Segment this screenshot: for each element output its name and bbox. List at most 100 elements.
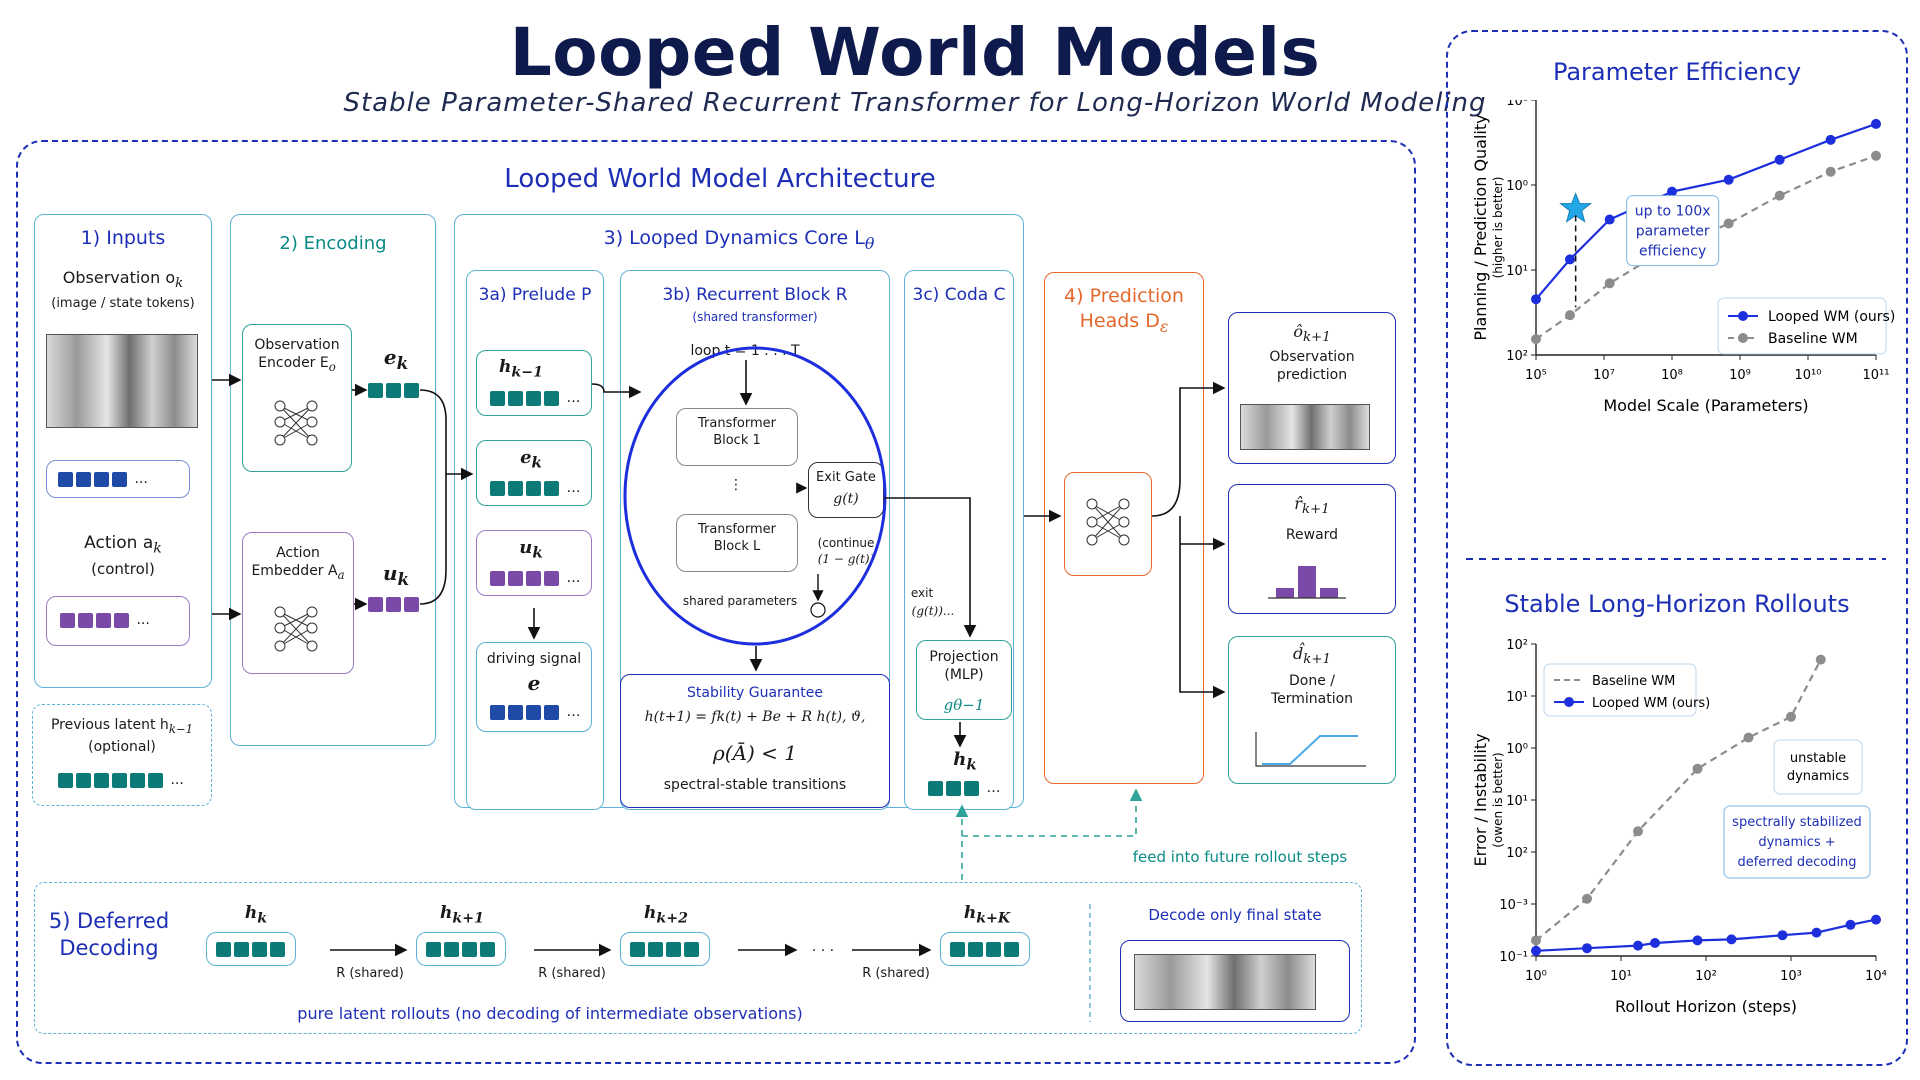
prelude-u-tokens: …	[490, 570, 580, 586]
x-tick-label: 10²	[1695, 969, 1717, 984]
heads-network	[1064, 472, 1152, 576]
series-point-0	[1825, 134, 1836, 145]
x-tick-label: 10⁰	[1525, 969, 1547, 984]
e-k-label: ek	[383, 345, 409, 373]
recurrent-heading: 3b) Recurrent Block R	[662, 285, 848, 305]
series-point-1	[1774, 190, 1785, 201]
series-point-0	[1633, 826, 1643, 837]
unstable-annotation-line: unstable	[1790, 751, 1846, 766]
coda-h-label: hk	[953, 749, 977, 774]
x-tick-label: 10⁹	[1729, 368, 1751, 383]
x-tick-label: 10¹⁰	[1795, 368, 1822, 383]
series-point-1	[1871, 914, 1881, 925]
legend2-label-0: Baseline WM	[1592, 674, 1675, 689]
shared-params-label: shared parameters	[682, 594, 798, 608]
prelude-e-tokens: …	[490, 480, 580, 496]
recurrent-loop	[623, 346, 887, 646]
continue-node	[810, 602, 826, 618]
reward-label: Reward	[1285, 527, 1339, 543]
x-axis-label: Rollout Horizon (steps)	[1615, 997, 1797, 1016]
transformer-dots: ⋮	[729, 477, 743, 493]
action-token-row: ...	[60, 612, 150, 628]
obs-pred-image	[1240, 404, 1370, 450]
decode-final-image	[1134, 954, 1316, 1010]
legend-box	[1717, 297, 1887, 355]
observation-encoder-label: Observation Encoder Eo	[254, 337, 340, 374]
architecture-title: Looped World Model Architecture	[504, 164, 936, 194]
projection-box	[916, 640, 1012, 720]
driving-signal-tokens: …	[490, 704, 580, 720]
coda-h-tokens: …	[928, 780, 1000, 796]
efficiency-annotation-line: parameter	[1636, 224, 1710, 240]
done-symbol: d̂k+1	[1293, 644, 1331, 668]
y-tick-label: 10⁻¹	[1499, 950, 1528, 965]
observation-encoder	[242, 324, 352, 472]
x-tick-label: 10¹¹	[1863, 368, 1890, 383]
series-point-0	[1582, 893, 1592, 904]
series-line-1	[1535, 918, 1877, 952]
x-tick-label: 10⁷	[1593, 368, 1615, 383]
y-tick-label: 10¹	[1506, 264, 1528, 279]
x-tick-label: 10³	[1780, 969, 1802, 984]
deferred-h1-label: hk+1	[440, 903, 484, 927]
deferred-h0-label: hk	[244, 903, 268, 927]
series-point-1	[1604, 278, 1615, 289]
prelude-h-tokens: …	[490, 390, 580, 406]
prev-latent-tokens: ...	[58, 772, 184, 788]
legend-marker-0	[1738, 311, 1748, 321]
legend2-marker-1	[1564, 697, 1574, 707]
obs-pred-symbol: ôk+1	[1293, 322, 1331, 346]
stabilized-annotation-line: dynamics +	[1758, 835, 1835, 850]
y-axis-note: (owen is better)	[1491, 752, 1505, 847]
page-subtitle: Stable Parameter-Shared Recurrent Transf…	[343, 88, 1487, 118]
heads-net-icon	[1086, 498, 1130, 546]
series-point-0	[1604, 214, 1615, 225]
y-tick-label: 10⁰	[1506, 179, 1528, 194]
x-tick-label: 10⁴	[1865, 969, 1887, 984]
efficiency-annotation-box	[1626, 195, 1720, 267]
deferred-hK-tokens	[950, 941, 1022, 957]
done-label: Done / Termination	[1270, 673, 1354, 708]
y-tick-label: 10¹	[1506, 690, 1528, 705]
done-chart	[1255, 732, 1366, 767]
coda-exit-label: exit	[910, 586, 934, 600]
action-embedder-net-icon	[274, 606, 318, 652]
unstable-annotation-line: dynamics	[1787, 769, 1850, 784]
stability-heading: Stability Guarantee	[687, 685, 823, 701]
y-tick-label: 10²	[1506, 638, 1528, 653]
action-embedder	[242, 532, 354, 674]
prelude-heading: 3a) Prelude P	[478, 285, 592, 305]
y-axis-label: Planning / Prediction Quality	[1471, 114, 1490, 340]
efficiency-annotation-line: up to 100x	[1635, 204, 1711, 220]
deferred-note: pure latent rollouts (no decoding of int…	[297, 1004, 803, 1023]
series-line-0	[1535, 122, 1877, 300]
arrow-ek-merge	[419, 389, 474, 481]
series-point-1	[1531, 334, 1541, 345]
done-box	[1228, 636, 1396, 784]
action-label: Action ak	[84, 533, 162, 557]
series-point-0	[1871, 118, 1881, 129]
driving-signal-symbol: e	[527, 671, 541, 695]
e-k-tokens	[368, 382, 422, 398]
x-tick-label: 10¹	[1610, 969, 1632, 984]
continue-symbol: (1 − g(t))	[817, 552, 875, 566]
continue-label: (continue	[817, 536, 875, 550]
series-point-1	[1650, 938, 1660, 948]
deferred-h2-tokens	[630, 941, 702, 957]
prev-latent-label: Previous latent hk−1	[50, 717, 194, 736]
transformer-block-1-label: Transformer Block 1	[697, 416, 776, 448]
arrow-uk-merge	[419, 474, 447, 605]
series-point-0	[1565, 254, 1575, 265]
coda-heading: 3c) Coda C	[912, 285, 1006, 305]
driving-signal-label: driving signal	[486, 651, 582, 667]
x-tick-label: 10⁵	[1525, 368, 1547, 383]
projection-symbol: gθ−1	[943, 696, 985, 714]
series-point-0	[1692, 763, 1703, 774]
series-point-1	[1723, 218, 1734, 229]
feedback-dashed	[961, 788, 1143, 880]
chart2-title: Stable Long-Horizon Rollouts	[1504, 590, 1850, 618]
deferred-h0-tokens	[216, 941, 288, 957]
transformer-block-L	[676, 514, 798, 572]
